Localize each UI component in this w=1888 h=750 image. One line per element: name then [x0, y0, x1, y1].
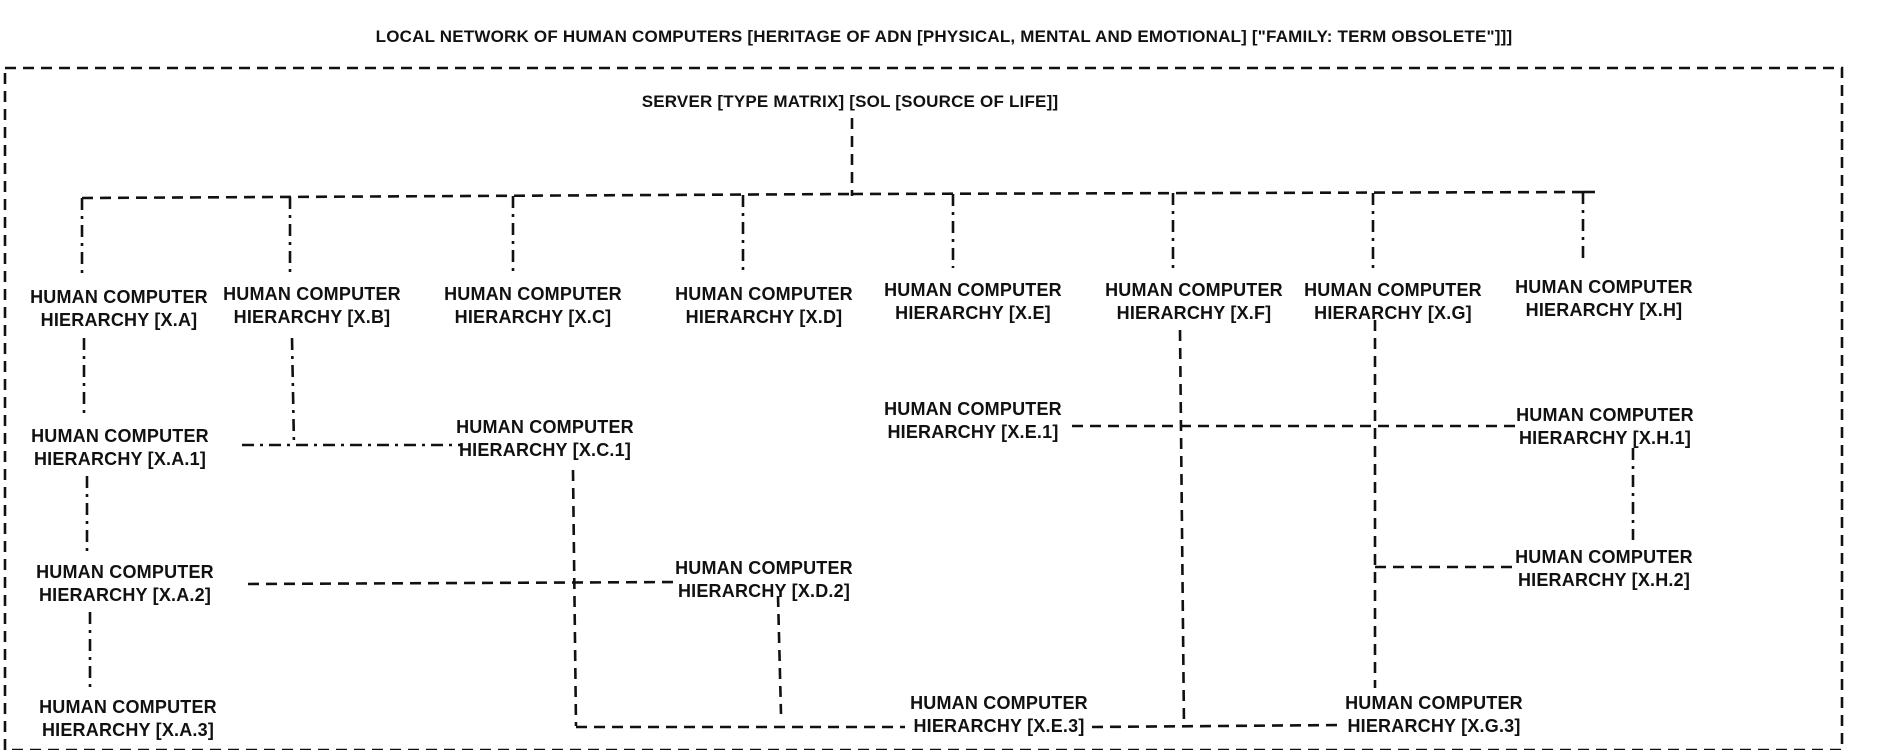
- node-xh: HUMAN COMPUTER HIERARCHY [X.H]: [1515, 277, 1693, 320]
- node-xa2: HUMAN COMPUTER HIERARCHY [X.A.2]: [36, 562, 214, 605]
- node-xd: HUMAN COMPUTER HIERARCHY [X.D]: [675, 284, 853, 327]
- node-xg3: HUMAN COMPUTER HIERARCHY [X.G.3]: [1345, 693, 1523, 736]
- node-xg: HUMAN COMPUTER HIERARCHY [X.G]: [1304, 280, 1482, 323]
- link-xd2-down: [776, 595, 783, 715]
- node-xa: HUMAN COMPUTER HIERARCHY [X.A]: [30, 287, 208, 330]
- node-xh1: HUMAN COMPUTER HIERARCHY [X.H.1]: [1516, 405, 1694, 448]
- node-xf: HUMAN COMPUTER HIERARCHY [X.F]: [1105, 280, 1283, 323]
- node-xc: HUMAN COMPUTER HIERARCHY [X.C]: [444, 284, 622, 327]
- link-xa2-xd2: [247, 580, 681, 586]
- network-frame: [3, 66, 1844, 750]
- node-xb: HUMAN COMPUTER HIERARCHY [X.B]: [223, 284, 401, 327]
- top-bus-right: [851, 190, 1591, 196]
- diagram-title: LOCAL NETWORK OF HUMAN COMPUTERS [HERITA…: [375, 27, 1513, 46]
- node-xc1: HUMAN COMPUTER HIERARCHY [X.C.1]: [456, 417, 634, 460]
- top-bus-left: [81, 192, 853, 200]
- node-xa3: HUMAN COMPUTER HIERARCHY [X.A.3]: [39, 697, 217, 740]
- node-xh2: HUMAN COMPUTER HIERARCHY [X.H.2]: [1515, 547, 1693, 590]
- node-xd2: HUMAN COMPUTER HIERARCHY [X.D.2]: [675, 558, 853, 601]
- node-xe3: HUMAN COMPUTER HIERARCHY [X.E.3]: [910, 693, 1088, 736]
- server-node: SERVER [TYPE MATRIX] [SOL [SOURCE OF LIF…: [641, 92, 1059, 111]
- node-xe1: HUMAN COMPUTER HIERARCHY [X.E.1]: [884, 399, 1062, 442]
- node-xa1: HUMAN COMPUTER HIERARCHY [X.A.1]: [31, 426, 209, 469]
- link-xf-down: [1178, 329, 1186, 728]
- node-xe: HUMAN COMPUTER HIERARCHY [X.E]: [884, 280, 1062, 323]
- link-xc1-down: [571, 469, 578, 727]
- link-xb-down: [290, 337, 296, 447]
- bottom-bus-middle: [1091, 723, 1344, 729]
